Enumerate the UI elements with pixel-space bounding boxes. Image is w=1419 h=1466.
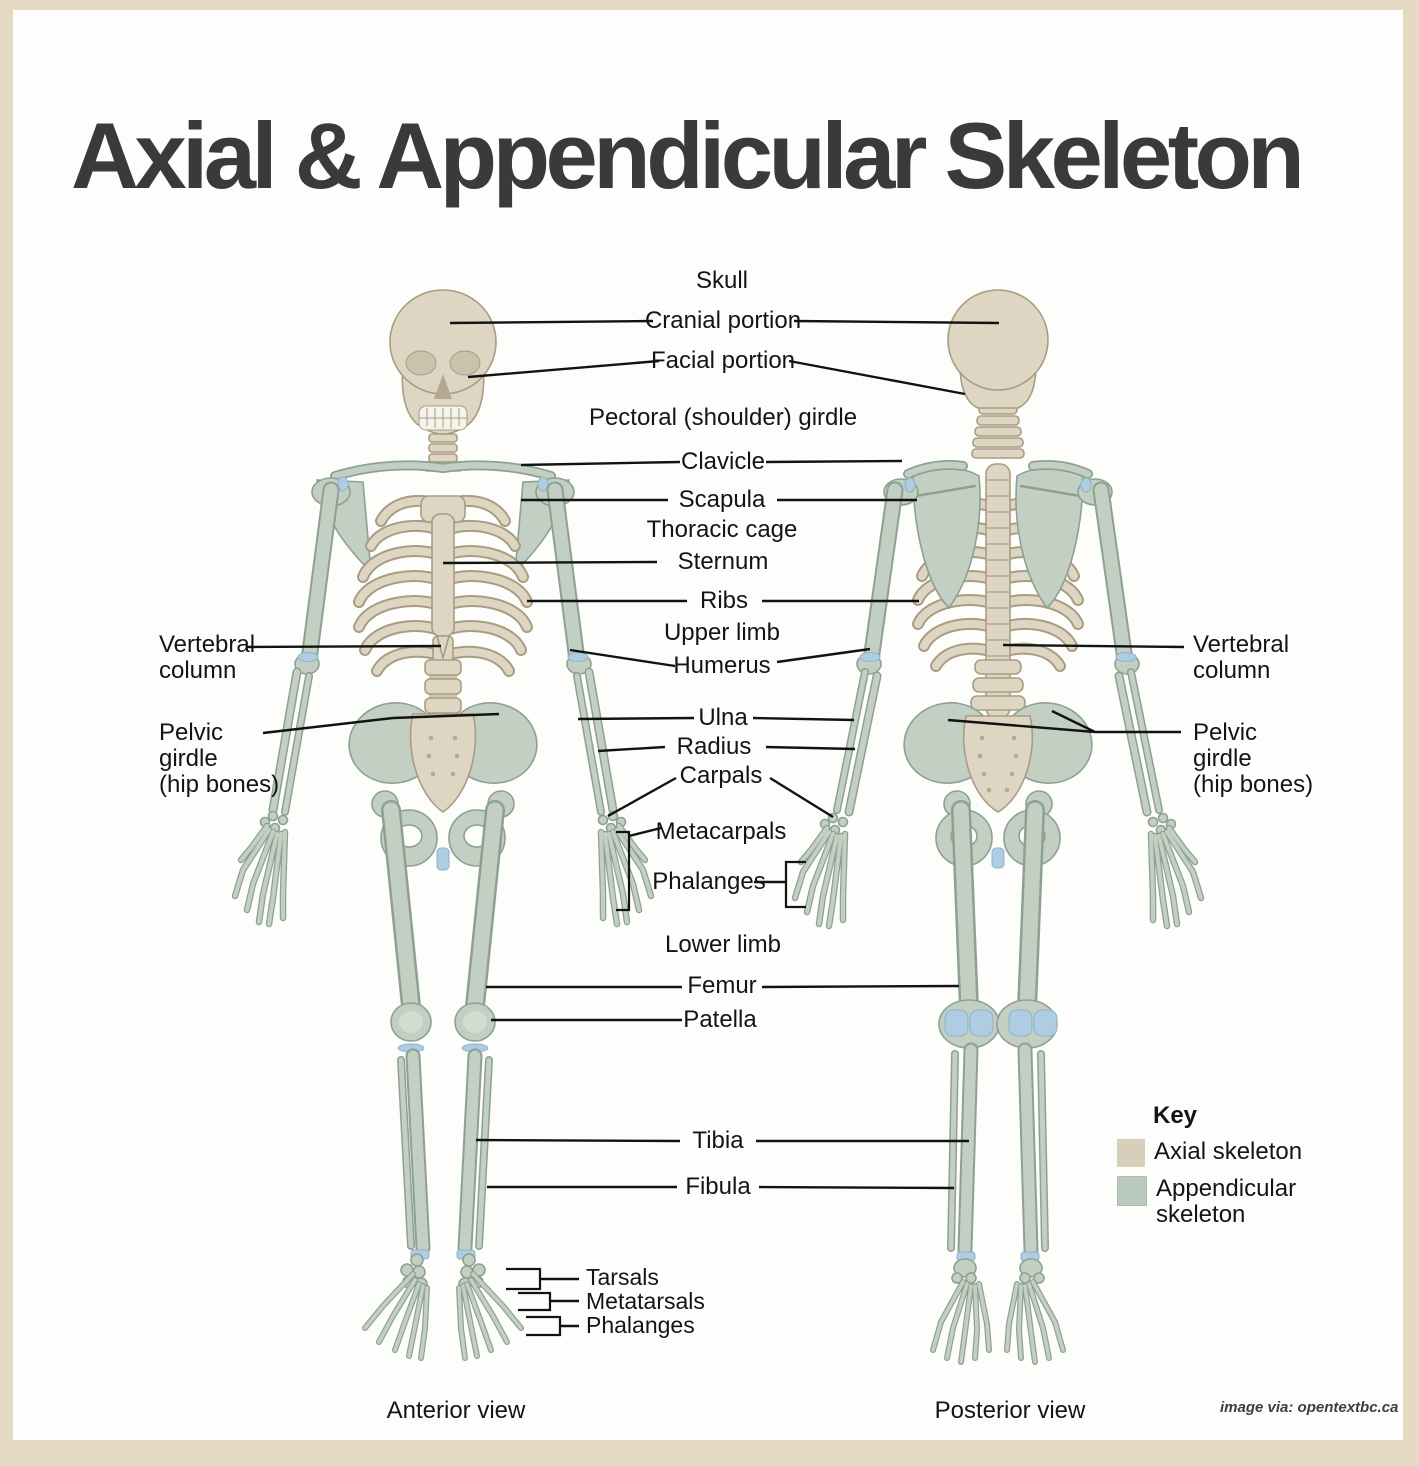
legend-swatch-axial [1117, 1139, 1145, 1167]
skull-anterior [389, 289, 497, 435]
legend-item-axial: Axial skeleton [1117, 1139, 1302, 1167]
hand-posterior-left [791, 812, 849, 930]
label-cranial-portion: Cranial portion [644, 307, 802, 334]
label-fibula: Fibula [685, 1173, 751, 1200]
label-clavicle: Clavicle [680, 448, 766, 475]
caption-posterior-view: Posterior view [934, 1397, 1086, 1424]
arm-posterior-left [833, 481, 904, 817]
pelvic-girdle-anterior [348, 702, 538, 871]
label-skull-header: Skull [695, 267, 749, 294]
label-pectoral-girdle: Pectoral (shoulder) girdle [588, 404, 858, 431]
ribs-anterior [353, 494, 533, 677]
clavicles-anterior [330, 460, 556, 481]
legend-item-appendicular: Appendicular skeleton [1117, 1176, 1302, 1228]
page-title: Axial & Appendicular Skeleton [71, 103, 1305, 208]
foot-anterior-right [456, 1253, 524, 1361]
label-vertebral-column-left: Vertebral column [159, 631, 256, 684]
hand-anterior-left [231, 810, 289, 928]
label-pelvic-girdle-right: Pelvic girdle (hip bones) [1193, 719, 1314, 798]
skeleton-anterior [231, 289, 655, 1361]
brackets [506, 830, 806, 1337]
foot-anterior-left [362, 1253, 430, 1361]
label-vertebral-column-right: Vertebral column [1193, 631, 1290, 684]
label-metatarsals: Metatarsals [586, 1288, 705, 1314]
legend-title: Key [1153, 1102, 1198, 1129]
caption-anterior-view: Anterior view [386, 1397, 526, 1424]
leg-anterior-left [381, 800, 432, 1260]
label-metacarpals: Metacarpals [655, 818, 787, 845]
label-sternum: Sternum [677, 548, 769, 575]
image-credit: image via: opentextbc.ca [1220, 1399, 1399, 1416]
legend: Key Axial skeleton Appendicular skeleton [1117, 1102, 1302, 1228]
foot-posterior-left [930, 1258, 992, 1365]
clavicles-posterior [903, 460, 1093, 479]
arm-anterior-right [546, 481, 618, 816]
skull-posterior [947, 289, 1049, 409]
label-radius: Radius [676, 733, 752, 760]
label-tibia: Tibia [692, 1127, 744, 1154]
diagram-panel: Axial & Appendicular Skeleton [13, 10, 1403, 1440]
label-tarsals: Tarsals [586, 1264, 659, 1290]
leg-posterior-left [938, 800, 1000, 1262]
label-femur: Femur [687, 972, 757, 999]
legend-label-appendicular: Appendicular skeleton [1156, 1175, 1297, 1228]
pelvic-girdle-posterior [903, 702, 1093, 869]
vertebral-column-posterior [970, 463, 1026, 719]
leader-lines [245, 319, 1185, 1328]
skeleton-illustration [231, 289, 1205, 1365]
label-patella: Patella [683, 1006, 757, 1033]
label-phalanges-foot: Phalanges [586, 1312, 695, 1338]
arm-anterior-left [268, 481, 340, 816]
label-humerus: Humerus [673, 652, 771, 679]
label-lower-limb: Lower limb [664, 931, 782, 958]
label-phalanges-hand: Phalanges [652, 868, 766, 895]
label-upper-limb: Upper limb [663, 619, 781, 646]
label-ulna: Ulna [698, 704, 748, 731]
legend-swatch-appendicular [1117, 1176, 1147, 1206]
hand-posterior-right [1147, 812, 1205, 930]
label-scapula: Scapula [678, 486, 766, 513]
leg-posterior-right [996, 800, 1058, 1262]
leg-anterior-right [454, 800, 505, 1260]
sternum-bone [420, 495, 466, 662]
label-carpals: Carpals [679, 762, 763, 789]
label-thoracic-cage: Thoracic cage [646, 516, 798, 543]
skeleton-posterior [791, 289, 1205, 1365]
label-ribs: Ribs [699, 587, 749, 614]
legend-label-axial: Axial skeleton [1154, 1138, 1303, 1165]
arm-posterior-right [1092, 481, 1163, 817]
foot-posterior-right [1004, 1258, 1066, 1365]
hand-anterior-right [597, 810, 655, 928]
label-facial-portion: Facial portion [650, 347, 796, 374]
label-pelvic-girdle-left: Pelvic girdle (hip bones) [159, 719, 280, 798]
